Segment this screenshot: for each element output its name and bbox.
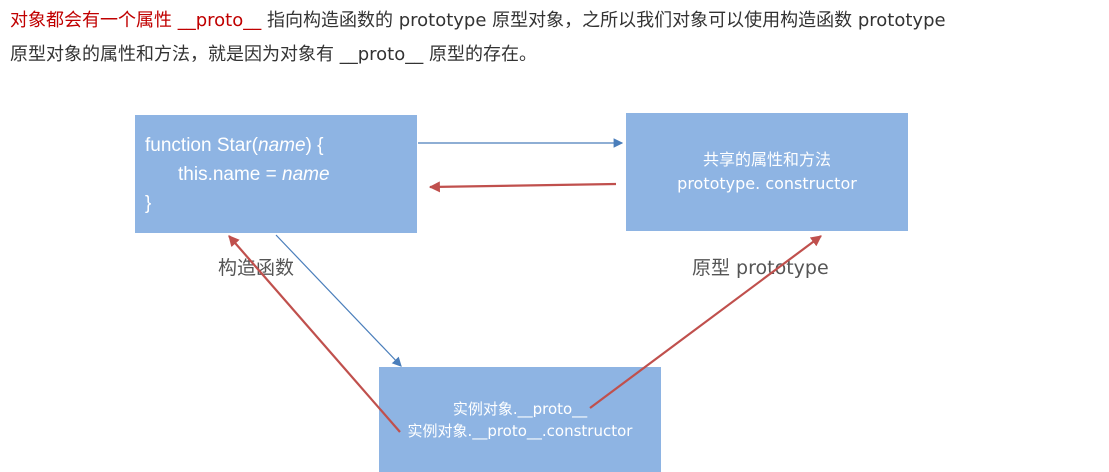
instance-proto-text: 实例对象.__proto__ — [452, 399, 588, 418]
intro-highlight: 对象都会有一个属性 __proto__ — [10, 10, 262, 31]
prototype-label: 原型 prototype — [692, 257, 829, 279]
code-line-2: this.name = name — [178, 160, 330, 189]
code-line-3: } — [145, 193, 152, 214]
prototype-to-constructor-arrow — [428, 181, 617, 193]
code-line-1: function Star(name) { — [145, 131, 323, 160]
prototype-shared-text: 共享的属性和方法 — [702, 150, 831, 169]
code-assignment: this.name = — [178, 164, 283, 185]
code-assigned-value: name — [282, 164, 330, 185]
prototype-constructor-text: prototype. constructor — [677, 174, 857, 193]
intro-line1-text: 指向构造函数的 prototype 原型对象，之所以我们对象可以使用构造函数 p… — [261, 10, 946, 31]
constructor-label: 构造函数 — [218, 257, 295, 279]
instance-proto-constructor-text: 实例对象.__proto__.constructor — [407, 421, 633, 440]
instance-box: 实例对象.__proto__ 实例对象.__proto__.constructo… — [379, 367, 661, 472]
prototype-box: 共享的属性和方法 prototype. constructor — [626, 113, 908, 231]
code-function-keyword: function Star( — [145, 135, 258, 156]
constructor-box: function Star(name) { this.name = name } — [135, 115, 417, 233]
intro-paragraph: 对象都会有一个属性 __proto__ 指向构造函数的 prototype 原型… — [10, 4, 1105, 72]
intro-line2-text: 原型对象的属性和方法，就是因为对象有 __proto__ 原型的存在。 — [10, 44, 537, 65]
constructor-to-instance-arrow — [275, 234, 402, 367]
code-open-brace: ) { — [305, 135, 324, 156]
code-param: name — [258, 135, 306, 156]
